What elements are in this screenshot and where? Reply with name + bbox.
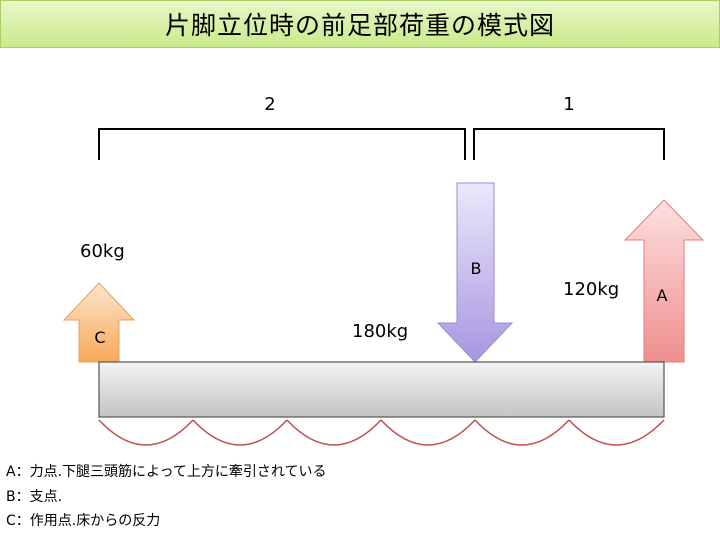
page-title: 片脚立位時の前足部荷重の模式図 xyxy=(164,11,555,40)
arch-1 xyxy=(98,419,194,446)
arch-5 xyxy=(474,419,570,446)
foot-arches xyxy=(98,419,665,446)
arrow-b xyxy=(436,182,514,363)
title-banner: 片脚立位時の前足部荷重の模式図 xyxy=(0,0,720,48)
bracket-right xyxy=(473,128,665,160)
arrow-a xyxy=(623,199,705,363)
arch-2 xyxy=(192,419,288,446)
arrow-a-letter: A xyxy=(657,286,668,305)
legend-b: B：支点. xyxy=(6,489,63,505)
arrow-b-weight: 180kg xyxy=(352,321,408,342)
arrow-c xyxy=(62,282,136,363)
lever-bar xyxy=(98,361,665,418)
arrow-a-weight: 120kg xyxy=(563,279,619,300)
arch-4 xyxy=(380,419,476,446)
bracket-left xyxy=(98,128,466,160)
legend-c: C：作用点.床からの反力 xyxy=(6,513,161,529)
legend-a: A：力点.下腿三頭筋によって上方に牽引されている xyxy=(6,464,327,480)
arch-6 xyxy=(568,419,665,446)
arrow-c-letter: C xyxy=(94,328,105,347)
arch-3 xyxy=(286,419,382,446)
ratio-label-left: 2 xyxy=(264,94,275,115)
arrow-c-weight: 60kg xyxy=(80,241,125,262)
ratio-label-right: 1 xyxy=(563,94,574,115)
arrow-b-letter: B xyxy=(471,259,482,278)
